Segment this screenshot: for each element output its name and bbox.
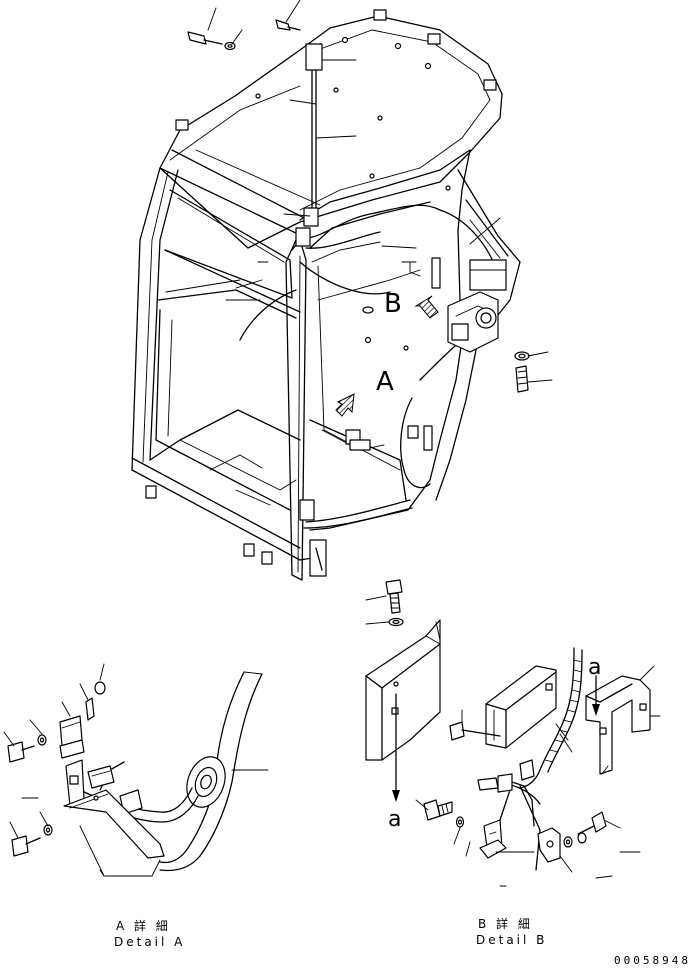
detail-b-drawing: a a bbox=[365, 579, 661, 887]
arrow-label-a-target: a bbox=[588, 655, 601, 680]
controller-assembly bbox=[447, 259, 507, 353]
leader-lines-main bbox=[207, 0, 553, 383]
drawing-number: 00058948 bbox=[614, 954, 691, 967]
detail-b-caption-en: Detail B bbox=[476, 933, 547, 947]
detail-b-caption-jp: B 詳 細 bbox=[478, 916, 533, 931]
cab-frame bbox=[131, 9, 521, 581]
arrow-label-a: a bbox=[388, 807, 401, 832]
view-arrow-b bbox=[414, 295, 439, 319]
view-label-b: B bbox=[384, 289, 402, 319]
detail-a-caption-jp: A 詳 細 bbox=[116, 918, 171, 933]
main-view-hardware bbox=[187, 19, 530, 393]
detail-a-drawing bbox=[3, 663, 269, 877]
view-label-a: A bbox=[376, 367, 394, 397]
view-arrow-a bbox=[335, 393, 355, 417]
detail-a-caption-en: Detail A bbox=[114, 935, 185, 949]
